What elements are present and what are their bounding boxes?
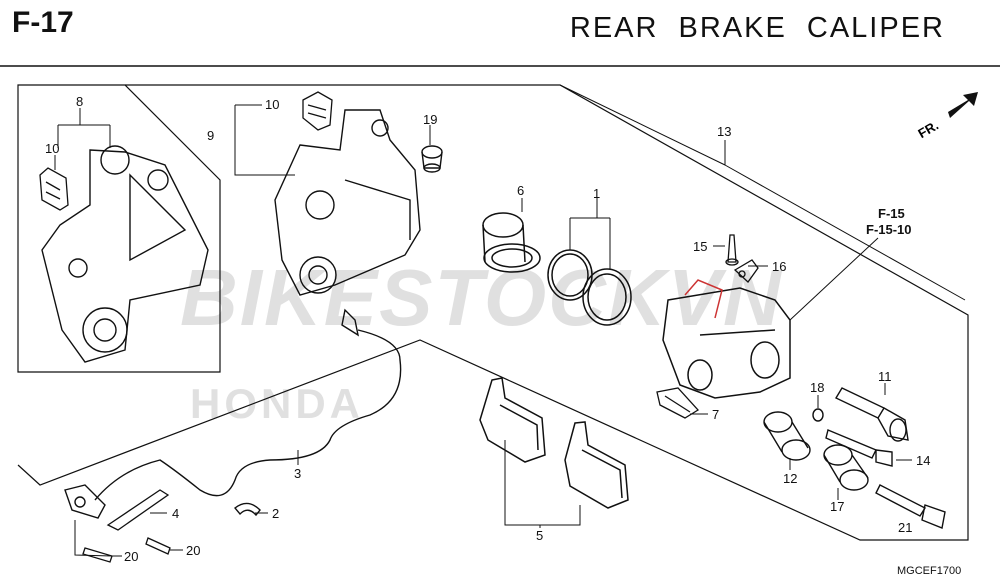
callout-4: 4 — [172, 506, 179, 521]
watermark-text: BIKESTOCKVN — [180, 253, 783, 342]
page-title: REAR BRAKE CALIPER — [569, 12, 945, 44]
part-guide-pin — [825, 429, 893, 467]
callout-8: 8 — [76, 94, 83, 109]
leader-lines — [54, 84, 966, 557]
callout-10a: 10 — [45, 141, 59, 156]
part-o-ring — [812, 408, 824, 422]
diagram-code: MGCEF1700 — [897, 565, 961, 577]
callout-19: 19 — [423, 112, 437, 127]
part-bleeder-cap — [733, 259, 759, 283]
part-bleeder-valve — [725, 234, 739, 266]
callout-10b: 10 — [265, 97, 279, 112]
callout-18: 18 — [810, 380, 824, 395]
reference-f-15-10: F-15-10 — [866, 222, 912, 237]
callout-6: 6 — [517, 183, 524, 198]
part-brake-pads — [479, 377, 629, 509]
front-direction-arrow: FR. — [915, 92, 978, 141]
part-mounting-bolt — [875, 484, 946, 529]
part-clip-left — [39, 167, 69, 211]
callout-21: 21 — [898, 520, 912, 535]
part-flange-bolts — [82, 537, 171, 563]
callout-12: 12 — [783, 471, 797, 486]
part-caliper-bracket-2 — [274, 109, 421, 296]
page-code: F-17 — [12, 6, 74, 39]
callout-20a: 20 — [124, 549, 138, 564]
callouts: 1 2 3 4 5 6 7 8 9 10 10 11 12 13 14 15 1… — [45, 94, 930, 564]
part-clip-upper — [302, 91, 333, 131]
fr-label: FR. — [915, 118, 941, 141]
part-caliper-body — [662, 279, 791, 399]
reference-f-15: F-15 — [878, 206, 905, 221]
part-wire-clamp — [233, 502, 261, 517]
callout-17: 17 — [830, 499, 844, 514]
part-piston — [482, 212, 541, 273]
callout-3: 3 — [294, 466, 301, 481]
watermark: BIKESTOCKVN HONDA — [180, 253, 783, 427]
caliper-group-frame — [17, 84, 969, 541]
callout-7: 7 — [712, 407, 719, 422]
callout-14: 14 — [916, 453, 930, 468]
part-pin-boot — [763, 411, 811, 461]
callout-15: 15 — [693, 239, 707, 254]
callout-11: 11 — [878, 369, 892, 384]
watermark-brand: HONDA — [190, 380, 364, 427]
part-sleeve — [823, 444, 869, 491]
callout-1: 1 — [593, 186, 600, 201]
part-caliper-bracket — [41, 145, 209, 363]
callout-20b: 20 — [186, 543, 200, 558]
part-wire-stay — [106, 489, 170, 531]
bracket-group-frame — [17, 84, 221, 373]
callout-13: 13 — [717, 124, 731, 139]
callout-16: 16 — [772, 259, 786, 274]
arrow-icon — [948, 92, 978, 118]
part-pin-bolt — [835, 387, 909, 442]
part-boot — [421, 145, 443, 173]
callout-5: 5 — [536, 528, 543, 543]
callout-9: 9 — [207, 128, 214, 143]
callout-2: 2 — [272, 506, 279, 521]
part-speed-sensor — [64, 308, 402, 519]
